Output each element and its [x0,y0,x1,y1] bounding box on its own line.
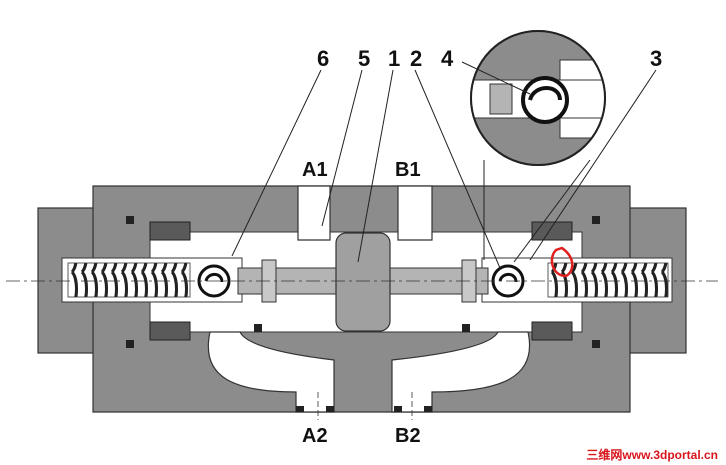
watermark: 三维网www.3dportal.cn [586,448,718,462]
passage-b1 [397,185,433,241]
highlight-ring [550,246,574,278]
port-label-a1: A1 [302,159,328,181]
detail-magnifier [470,30,606,166]
port-passages [207,185,531,413]
spool [237,232,489,332]
passage-a1 [297,185,331,241]
callout-4: 4 [441,46,454,71]
callout-2: 2 [410,46,423,71]
port-label-a2: A2 [302,425,328,447]
port-label-b2: B2 [395,425,421,447]
port-label-b1: B1 [395,159,421,181]
callout-3: 3 [650,46,663,71]
callout-5: 5 [358,46,371,71]
seals [126,216,600,412]
left-spring [67,262,191,298]
leader-lines [231,61,657,269]
callout-1: 1 [388,46,401,71]
right-spring [547,262,669,298]
callout-6: 6 [317,46,330,71]
